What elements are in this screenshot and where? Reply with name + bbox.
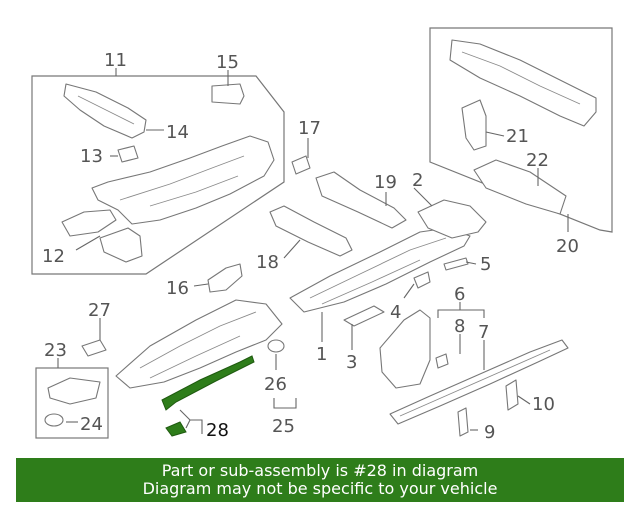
info-banner: Part or sub-assembly is #28 in diagram D… xyxy=(16,458,624,502)
part-28-small-piece xyxy=(165,421,187,437)
callout-17: 17 xyxy=(298,118,321,139)
part-27-bracket xyxy=(81,339,107,357)
group-box-11 xyxy=(31,75,285,275)
part-4-clip xyxy=(413,271,431,289)
callout-15: 15 xyxy=(216,52,239,73)
callout-5: 5 xyxy=(480,254,491,275)
part-10-bracket xyxy=(505,379,519,411)
part-21-bracket xyxy=(461,99,487,151)
part-17-bracket xyxy=(291,155,311,175)
leader-lines xyxy=(57,68,569,434)
callout-3: 3 xyxy=(346,352,357,373)
part-13-clip xyxy=(117,145,139,163)
part-26-nut xyxy=(267,339,285,353)
part-1-floor-pan xyxy=(289,227,471,313)
callout-24: 24 xyxy=(80,414,103,435)
callout-2: 2 xyxy=(412,170,423,191)
callout-11: 11 xyxy=(104,50,127,71)
callout-16: 16 xyxy=(166,278,189,299)
callout-22: 22 xyxy=(526,150,549,171)
callout-14: 14 xyxy=(166,122,189,143)
part-25-floor-section xyxy=(115,299,283,389)
group-box-23 xyxy=(35,367,109,439)
part-3-strip xyxy=(343,305,385,327)
part-15-bracket xyxy=(211,83,245,105)
callout-21: 21 xyxy=(506,126,529,147)
part-8-clip xyxy=(435,353,449,369)
part-6-pillar xyxy=(379,309,431,389)
parts-diagram: 11 15 14 13 12 16 17 18 19 2 1 3 4 5 6 8… xyxy=(31,27,613,443)
part-16-bracket xyxy=(207,263,243,293)
callout-6: 6 xyxy=(454,284,465,305)
callout-25: 25 xyxy=(272,416,295,437)
part-22-panel xyxy=(473,159,567,215)
callout-27: 27 xyxy=(88,300,111,321)
callout-28: 28 xyxy=(206,420,229,441)
part-11-dash-panel xyxy=(63,83,275,225)
part-2-panel xyxy=(417,199,487,239)
callout-7: 7 xyxy=(478,322,489,343)
callout-13: 13 xyxy=(80,146,103,167)
callout-4: 4 xyxy=(390,302,401,323)
callout-26: 26 xyxy=(264,374,287,395)
part-18-rail xyxy=(269,205,353,257)
part-23-plate xyxy=(47,377,101,405)
callout-20: 20 xyxy=(556,236,579,257)
group-box-20 xyxy=(429,27,613,233)
callout-10: 10 xyxy=(532,394,555,415)
part-9-bracket xyxy=(457,407,469,437)
banner-line-2: Diagram may not be specific to your vehi… xyxy=(142,479,498,498)
part-19-rail xyxy=(315,171,407,229)
part-12-bracket xyxy=(61,209,143,263)
part-28-highlighted xyxy=(161,355,255,411)
part-5-clip xyxy=(443,257,469,271)
callout-23: 23 xyxy=(44,340,67,361)
callout-18: 18 xyxy=(256,252,279,273)
part-24-nut xyxy=(44,413,64,427)
callout-12: 12 xyxy=(42,246,65,267)
callout-9: 9 xyxy=(484,422,495,443)
banner-line-1: Part or sub-assembly is #28 in diagram xyxy=(161,461,479,480)
part-7-rocker xyxy=(389,339,569,425)
callout-1: 1 xyxy=(316,344,327,365)
callout-8: 8 xyxy=(454,316,465,337)
callout-19: 19 xyxy=(374,172,397,193)
